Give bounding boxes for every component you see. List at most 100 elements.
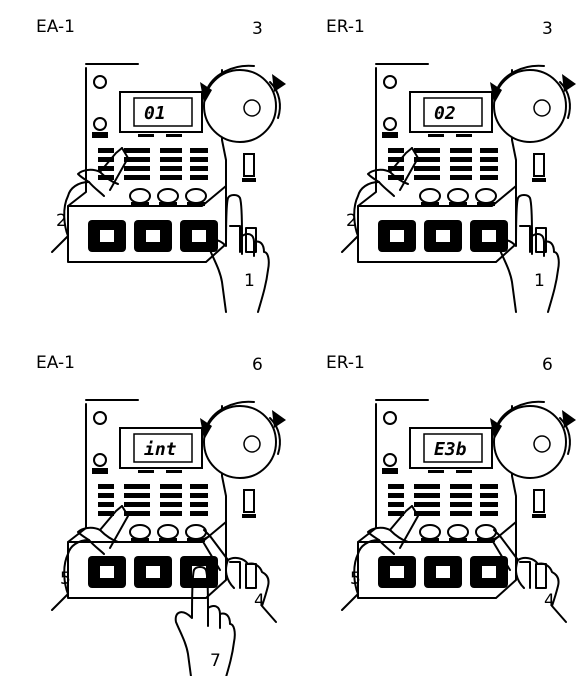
display-indicator-right [166, 134, 182, 137]
value-dial [494, 406, 566, 478]
switch-row [450, 484, 472, 489]
round-knob-base [421, 538, 439, 542]
round-knob [130, 189, 150, 203]
display-readout: E3b [434, 439, 467, 460]
switch-row [190, 175, 208, 180]
round-knob-base [449, 538, 467, 542]
round-knob [448, 525, 468, 539]
step-number-right: 1 [244, 271, 255, 291]
step-number-knob: 3 [542, 19, 553, 39]
step-number-mid: 4 [544, 591, 555, 611]
switch-row [124, 493, 150, 498]
switch-row [414, 148, 440, 153]
level-meter-base [242, 178, 256, 182]
switch-row [160, 148, 182, 153]
switch-row [414, 493, 440, 498]
switch-row [124, 502, 150, 507]
switch-block [98, 484, 208, 516]
rotate-arrow-head-right [562, 410, 576, 428]
display-readout: 01 [144, 103, 166, 124]
switch-row [450, 157, 472, 162]
switch-row [160, 511, 182, 516]
output-jacks [520, 562, 546, 588]
switch-row [480, 148, 498, 153]
display-indicator-right [456, 134, 472, 137]
switch-row [98, 484, 114, 489]
step-number-knob: 6 [252, 355, 263, 375]
switch-row [190, 166, 208, 171]
switch-row [98, 502, 114, 507]
round-knob [448, 189, 468, 203]
switch-row [480, 166, 498, 171]
pad-highlight [436, 566, 450, 578]
panel-1: EA-101321 [36, 17, 286, 312]
switch-row [450, 511, 472, 516]
round-knob [420, 189, 440, 203]
mode-icon [384, 412, 396, 424]
hand-outline [210, 195, 269, 312]
step-number-left: 5 [350, 569, 361, 589]
finger-lines [89, 148, 128, 196]
round-knob [476, 189, 496, 203]
switch-row [124, 175, 150, 180]
pointing-hand-right [210, 195, 269, 312]
level-meter-base [532, 514, 546, 518]
switch-row [190, 484, 208, 489]
switch-row [160, 484, 182, 489]
device-label: EA-1 [36, 353, 75, 373]
mode-icon [94, 412, 106, 424]
switch-row [160, 493, 182, 498]
hand-outline [500, 195, 559, 312]
pointing-hand-right [500, 195, 559, 312]
switch-row [450, 502, 472, 507]
panel-2: ER-102321 [326, 17, 576, 312]
display-indicator-left [138, 470, 154, 473]
step-number-left: 2 [346, 211, 357, 231]
round-knob [186, 525, 206, 539]
switch-block [98, 148, 208, 180]
round-knob-base [421, 202, 439, 206]
level-meter [534, 490, 544, 512]
round-knob-base [159, 538, 177, 542]
pad-highlight [146, 230, 160, 242]
round-knob-base [187, 202, 205, 206]
finger-lines [379, 148, 418, 196]
switch-row [160, 502, 182, 507]
pad-highlight [482, 566, 496, 578]
value-dial [204, 70, 276, 142]
switch-row [480, 511, 498, 516]
round-knob-base [159, 202, 177, 206]
display-readout: int [144, 439, 177, 460]
pad-highlight [390, 566, 404, 578]
pad-highlight [100, 230, 114, 242]
device-label: ER-1 [326, 353, 365, 373]
round-knob [158, 189, 178, 203]
switch-block [388, 484, 498, 516]
level-meter-base [242, 514, 256, 518]
device-label: ER-1 [326, 17, 365, 37]
switch-row [190, 157, 208, 162]
small-knob-base [382, 468, 398, 474]
step-number-left: 2 [56, 211, 67, 231]
step-number-knob: 3 [252, 19, 263, 39]
small-knob-icon [384, 118, 396, 130]
rotate-arrow-head-right [272, 74, 286, 92]
panel-4: ER-1E3b654 [326, 353, 576, 622]
round-knob [158, 525, 178, 539]
switch-row [480, 175, 498, 180]
small-knob-icon [94, 118, 106, 130]
switch-row [480, 157, 498, 162]
pad-highlight [482, 230, 496, 242]
level-meter [244, 490, 254, 512]
switch-row [124, 148, 150, 153]
switch-row [450, 148, 472, 153]
switch-row [190, 148, 208, 153]
level-meter [244, 154, 254, 176]
small-knob-icon [94, 454, 106, 466]
switch-row [414, 175, 440, 180]
switch-row [388, 493, 404, 498]
step-number-mid: 4 [254, 591, 265, 611]
small-knob-base [92, 132, 108, 138]
step-number-left: 5 [60, 569, 71, 589]
switch-row [414, 502, 440, 507]
